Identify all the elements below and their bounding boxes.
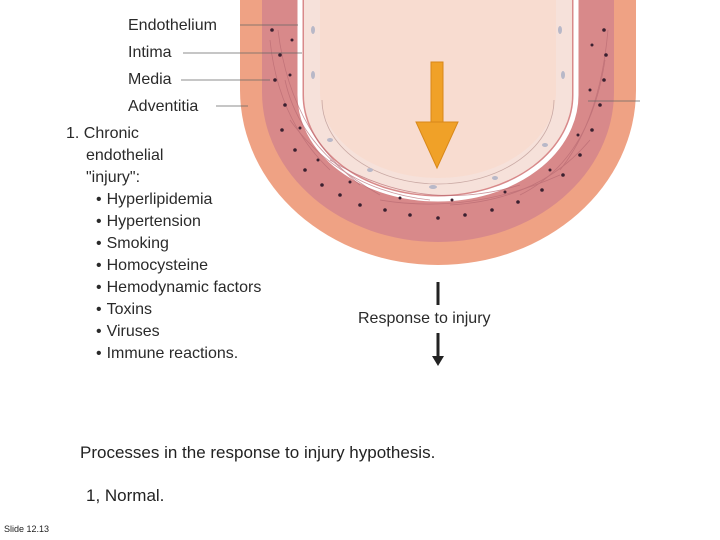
- response-to-injury-label: Response to injury: [358, 310, 491, 327]
- cause-item: Immune reactions.: [96, 346, 239, 362]
- cause-item: Viruses: [96, 324, 160, 340]
- label-intima: Intima: [128, 44, 172, 61]
- cause-item: Toxins: [96, 302, 152, 318]
- label-media: Media: [128, 71, 172, 88]
- injury-arrow: [415, 61, 459, 170]
- endothelial-nuclei: [311, 26, 565, 189]
- heading-line-3: "injury":: [86, 169, 141, 186]
- endothelial-cells: [321, 99, 555, 185]
- cause-item: Smoking: [96, 236, 169, 252]
- smooth-muscle-nuclei: [270, 28, 608, 220]
- label-endothelium: Endothelium: [128, 17, 217, 34]
- cause-item: Hemodynamic factors: [96, 280, 262, 296]
- cause-item: Hypertension: [96, 214, 201, 230]
- internal-elastic-lamina: [297, 0, 579, 202]
- heading-line-1: 1. Chronic: [66, 125, 139, 142]
- label-adventitia: Adventitia: [128, 98, 199, 115]
- cause-item: Hyperlipidemia: [96, 192, 213, 208]
- slide-number: Slide 12.13: [4, 524, 50, 534]
- caption-line-2: 1, Normal.: [86, 486, 165, 505]
- heading-line-2: endothelial: [86, 147, 164, 164]
- smooth-muscle-fibers: [269, 29, 609, 206]
- cause-item: Homocysteine: [96, 258, 208, 274]
- caption-line-1: Processes in the response to injury hypo…: [80, 443, 436, 462]
- label-leader-lines: [181, 24, 640, 107]
- response-arrow: [432, 282, 444, 366]
